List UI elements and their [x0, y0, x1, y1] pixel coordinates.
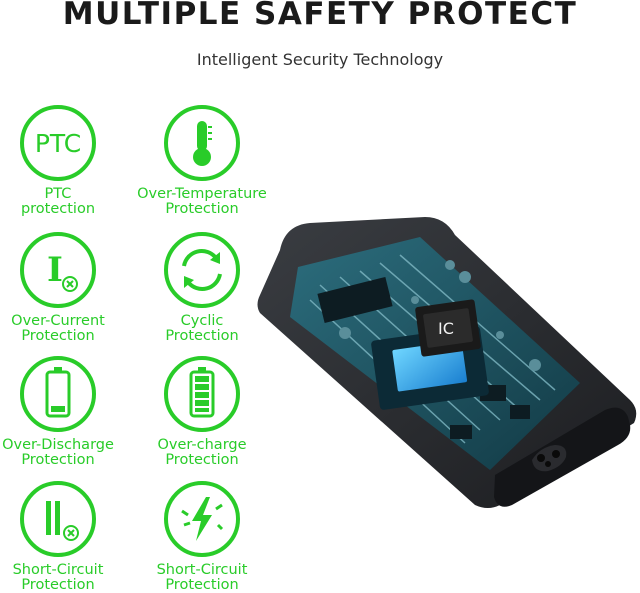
battery-low-icon — [20, 356, 96, 432]
page-subtitle: Intelligent Security Technology — [196, 50, 444, 69]
feature-over-current: I Over-Current Protection — [0, 230, 133, 344]
feature-label: Over-Discharge Protection — [2, 437, 114, 468]
power-adapter-illustration: IC — [257, 217, 637, 508]
feature-label: Over-Temperature Protection — [137, 186, 267, 217]
ac-connector — [494, 407, 631, 507]
over-current-icon-text: I — [47, 250, 63, 290]
over-current-icon: I — [20, 232, 96, 308]
feature-label: PTC protection — [20, 186, 96, 217]
lightning-icon — [164, 481, 240, 557]
cycle-arrows-icon — [164, 232, 240, 308]
ic-chip: IC — [415, 299, 481, 357]
feature-label: Short-Circuit Protection — [12, 562, 104, 593]
feature-short-circuit-1: Short-Circuit Protection — [0, 479, 133, 593]
feature-over-charge: Over-charge Protection — [127, 354, 277, 468]
feature-label: Over-Current Protection — [11, 313, 105, 344]
thermometer-icon — [164, 105, 240, 181]
page-title: MULTIPLE SAFETY PROTECT — [62, 0, 578, 32]
ptc-icon: PTC — [20, 105, 96, 181]
feature-cyclic: Cyclic Protection — [127, 230, 277, 344]
feature-short-circuit-2: Short-Circuit Protection — [127, 479, 277, 593]
feature-over-temperature: Over-Temperature Protection — [127, 103, 277, 217]
feature-label: Cyclic Protection — [165, 313, 239, 344]
feature-ptc: PTC PTC protection — [0, 103, 133, 217]
ptc-icon-text: PTC — [35, 129, 81, 158]
circuit-components — [317, 276, 530, 439]
feature-over-discharge: Over-Discharge Protection — [0, 354, 133, 468]
ic-chip-label: IC — [438, 319, 454, 338]
battery-full-icon — [164, 356, 240, 432]
short-circuit-icon — [20, 481, 96, 557]
feature-label: Short-Circuit Protection — [156, 562, 248, 593]
capacitors — [339, 260, 541, 371]
feature-label: Over-charge Protection — [157, 437, 247, 468]
